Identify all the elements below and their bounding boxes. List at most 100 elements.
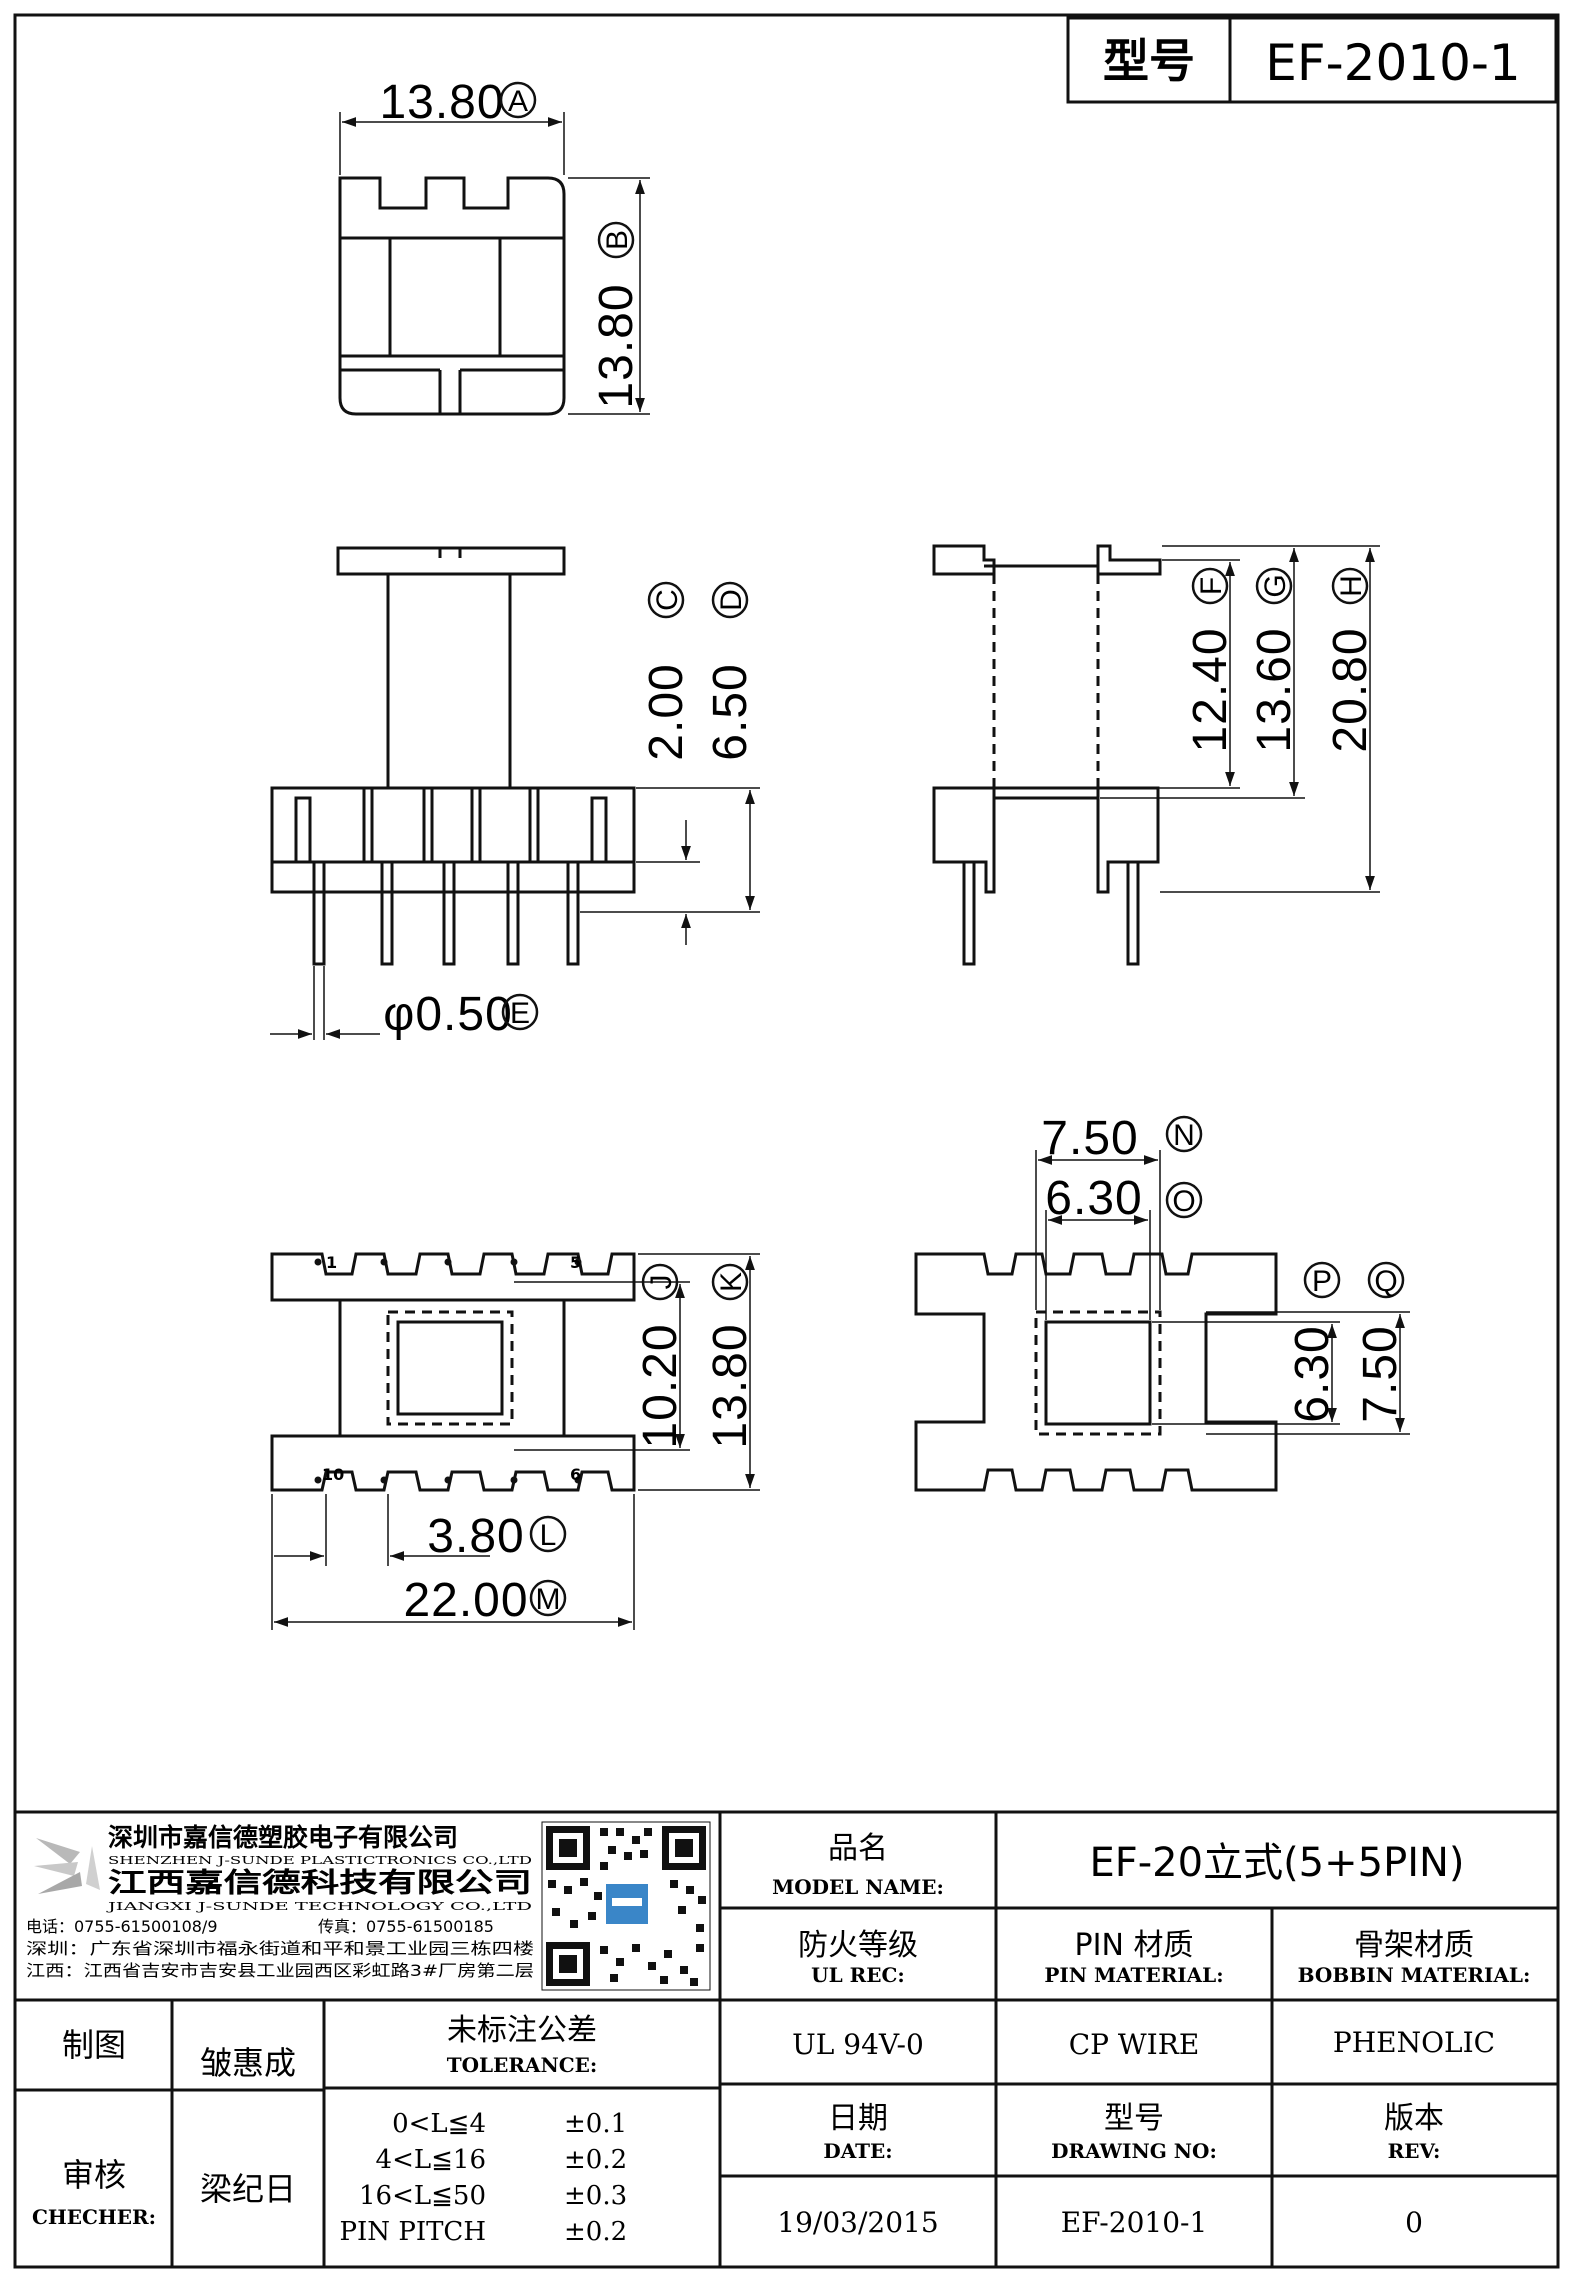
- company-address-shenzhen: 深圳：广东省深圳市福永街道和平和景工业园三栋四楼: [26, 1939, 534, 1958]
- tolerance-value-pin-pitch: ±0.2: [564, 2217, 627, 2247]
- svg-text:C: C: [651, 589, 684, 611]
- svg-text:L: L: [540, 1519, 557, 1552]
- date-label-en: DATE:: [823, 2139, 892, 2163]
- dim-m-tag: M: [529, 1579, 567, 1617]
- svg-text:Q: Q: [1374, 1265, 1397, 1298]
- dim-e-value: φ0.50: [383, 988, 513, 1041]
- ul-label-en: UL REC:: [811, 1963, 905, 1987]
- tolerance-range-pin-pitch: PIN PITCH: [340, 2217, 486, 2247]
- dim-l-value: 3.80: [427, 1510, 524, 1563]
- bottom-view: [270, 1252, 760, 1630]
- rev-label-en: REV:: [1388, 2139, 1441, 2163]
- svg-text:D: D: [715, 589, 748, 611]
- dim-o-value: 6.30: [1045, 1172, 1142, 1225]
- dim-f-tag: F: [1191, 567, 1229, 605]
- svg-text:G: G: [1259, 574, 1292, 597]
- pin-label-6: 6: [570, 1465, 581, 1484]
- model-name-value: EF-20立式(5+5PIN): [1089, 1840, 1464, 1886]
- dim-m-value: 22.00: [403, 1574, 528, 1627]
- dim-c-tag: C: [647, 581, 685, 619]
- dim-a-value: 13.80: [379, 76, 504, 129]
- company-name-en-1: SHENZHEN J-SUNDE PLASTICTRONICS CO.,LTD: [108, 1854, 532, 1867]
- date-value: 19/03/2015: [777, 2206, 938, 2239]
- company-name-en-2: JIANGXI J-SUNDE TECHNOLOGY CO.,LTD: [106, 1900, 532, 1913]
- bobbin-material-label-en: BOBBIN MATERIAL:: [1298, 1963, 1531, 1987]
- dim-c-value: 2.00: [640, 663, 693, 760]
- pin-material-value: CP WIRE: [1069, 2028, 1200, 2061]
- pin-label-1: 1: [326, 1253, 337, 1272]
- tolerance-value-3: ±0.3: [564, 2181, 627, 2211]
- dim-b-tag: B: [597, 221, 635, 259]
- svg-text:K: K: [715, 1272, 748, 1292]
- dim-k-tag: K: [711, 1263, 749, 1301]
- dim-p-value: 6.30: [1286, 1325, 1339, 1422]
- tolerance-range-2: 4<L≦16: [376, 2145, 486, 2175]
- pin-material-label-cn: PIN 材质: [1075, 1928, 1194, 1963]
- svg-text:F: F: [1195, 577, 1228, 595]
- svg-text:H: H: [1335, 575, 1368, 597]
- drawn-by-label: 制图: [62, 2026, 126, 2064]
- header-model-label: 型号: [1103, 34, 1195, 88]
- tolerance-range-3: 16<L≦50: [359, 2181, 486, 2211]
- company-fax: 传真：0755-61500185: [318, 1917, 494, 1936]
- tolerance-range-1: 0<L≦4: [392, 2109, 486, 2139]
- title-block-grid: [15, 1810, 1558, 2267]
- dim-d-tag: D: [711, 581, 749, 619]
- pin-label-5: 5: [570, 1253, 581, 1272]
- svg-text:O: O: [1172, 1185, 1195, 1218]
- front-view: [270, 546, 760, 1040]
- dim-l-tag: L: [529, 1515, 567, 1553]
- date-label-cn: 日期: [828, 2101, 888, 2136]
- tolerance-value-2: ±0.2: [564, 2145, 627, 2175]
- drawing-no-value: EF-2010-1: [1061, 2206, 1208, 2239]
- svg-text:M: M: [536, 1583, 561, 1616]
- dim-n-tag: N: [1165, 1115, 1203, 1153]
- dim-p-tag: P: [1303, 1261, 1341, 1299]
- dim-j-tag: J: [641, 1263, 679, 1301]
- side-view: [932, 544, 1380, 966]
- drawing-no-label-en: DRAWING NO:: [1051, 2139, 1217, 2163]
- drawing-no-label-cn: 型号: [1104, 2101, 1164, 2136]
- model-name-label-en: MODEL NAME:: [772, 1875, 944, 1899]
- dim-q-value: 7.50: [1354, 1325, 1407, 1422]
- dim-k-value: 13.80: [704, 1323, 757, 1448]
- company-phone: 电话：0755-61500108/9: [26, 1917, 218, 1936]
- company-address-jiangxi: 江西：江西省吉安市吉安县工业园西区彩虹路3#厂房第二层: [26, 1961, 534, 1980]
- bottom-view-pin-holes: [314, 1258, 582, 1484]
- svg-text:J: J: [645, 1275, 678, 1290]
- dim-g-value: 13.60: [1248, 627, 1301, 752]
- bobbin-material-label-cn: 骨架材质: [1354, 1928, 1474, 1963]
- svg-text:B: B: [601, 230, 634, 250]
- dim-n-value: 7.50: [1041, 1112, 1138, 1165]
- tolerance-value-1: ±0.1: [564, 2109, 627, 2139]
- company-logo: [34, 1838, 100, 1894]
- svg-text:P: P: [1312, 1265, 1332, 1298]
- drawn-by-name: 皱惠成: [200, 2044, 296, 2082]
- dim-h-value: 20.80: [1324, 627, 1377, 752]
- company-name-cn-2: 江西嘉信德科技有限公司: [108, 1868, 532, 1899]
- pin-material-label-en: PIN MATERIAL:: [1044, 1963, 1223, 1987]
- checker-label-en: CHECHER:: [32, 2205, 156, 2229]
- dim-f-value: 12.40: [1184, 627, 1237, 752]
- tolerance-label-en: TOLERANCE:: [447, 2053, 598, 2077]
- end-view: [914, 1150, 1410, 1492]
- dim-h-tag: H: [1331, 567, 1369, 605]
- dim-q-tag: Q: [1367, 1261, 1405, 1299]
- qr-code: [541, 1821, 711, 1991]
- tolerance-label-cn: 未标注公差: [447, 2013, 597, 2048]
- ul-value: UL 94V-0: [792, 2028, 924, 2061]
- model-name-label-cn: 品名: [828, 1831, 888, 1866]
- dim-b-value: 13.80: [590, 283, 643, 408]
- rev-label-cn: 版本: [1384, 2101, 1444, 2136]
- header-model-value: EF-2010-1: [1265, 34, 1521, 92]
- dim-e-tag: E: [501, 993, 539, 1031]
- checker-label-cn: 审核: [62, 2156, 126, 2194]
- rev-value: 0: [1405, 2206, 1423, 2239]
- sheet-border: [13, 13, 1560, 2269]
- dim-j-value: 10.20: [634, 1323, 687, 1448]
- header-model-box: 型号 EF-2010-1: [1066, 16, 1558, 104]
- svg-text:A: A: [508, 85, 528, 118]
- dim-g-tag: G: [1255, 567, 1293, 605]
- company-name-cn-1: 深圳市嘉信德塑胶电子有限公司: [108, 1823, 458, 1852]
